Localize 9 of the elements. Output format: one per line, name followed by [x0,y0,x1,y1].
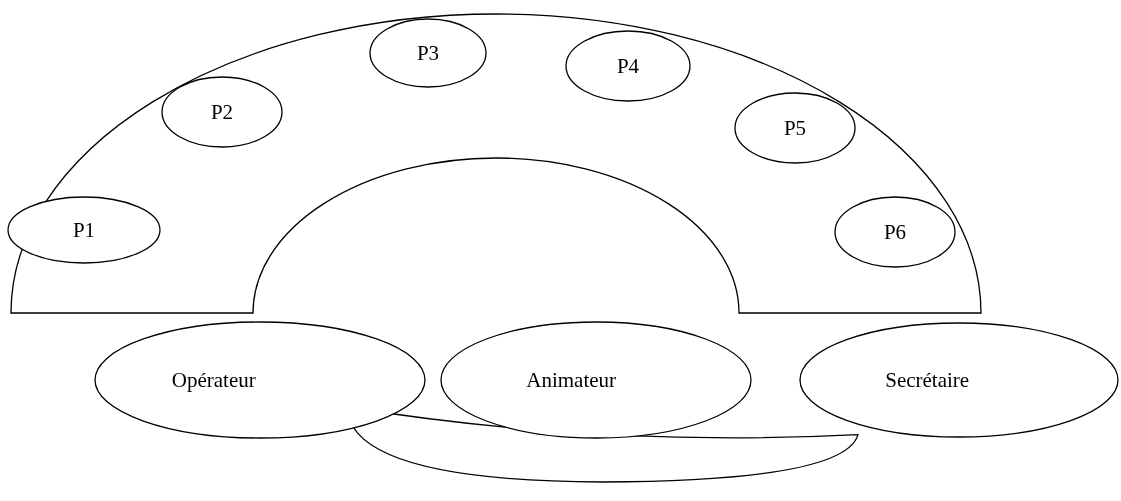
node-label: Animateur [526,367,617,393]
node-label: Secrétaire [885,367,970,393]
node-label: P1 [72,217,96,243]
node-label: P2 [210,99,234,125]
node-label: Opérateur [171,367,256,393]
node-label: P4 [616,53,640,79]
node-label: P5 [783,115,807,141]
node-label: P6 [883,219,907,245]
node-label: P3 [416,40,440,66]
